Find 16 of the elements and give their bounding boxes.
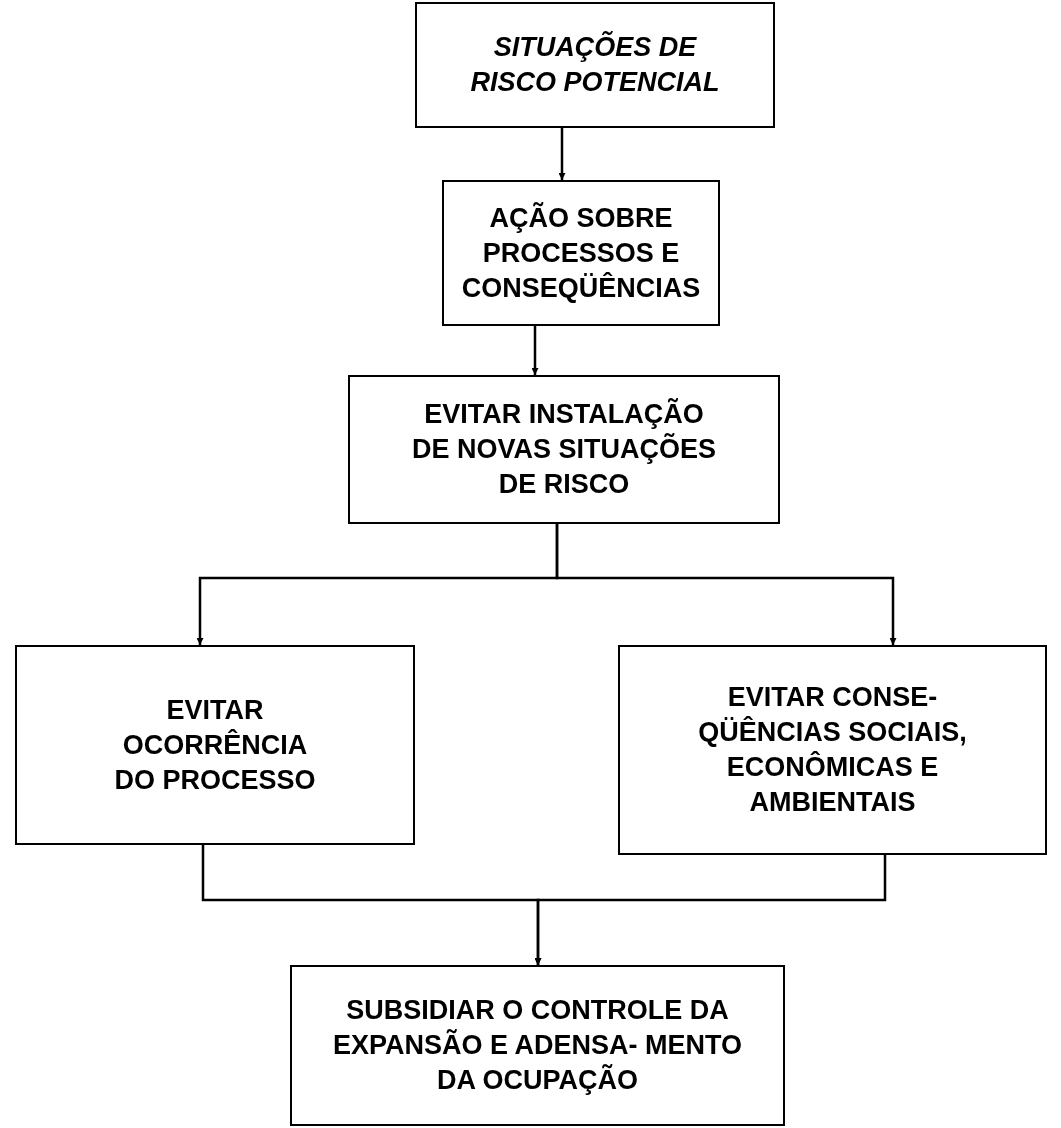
process-box <box>415 2 775 128</box>
box-label: EVITAR INSTALAÇÃO DE NOVAS SITUAÇÕES DE RISCO <box>410 397 717 501</box>
arrow <box>558 128 566 180</box>
box-label: AÇÃO SOBRE PROCESSOS E CONSEQÜÊNCIAS <box>460 201 702 305</box>
process-box <box>348 375 780 524</box>
box-label: SITUAÇÕES DE RISCO POTENCIAL <box>469 30 721 99</box>
process-box <box>290 965 785 1126</box>
arrow <box>534 855 887 965</box>
box-label: EVITAR CONSE- QÜÊNCIAS SOCIAIS, ECONÔMICAS E AMBIENTAIS <box>697 681 968 819</box>
process-box <box>618 645 1047 855</box>
process-box <box>442 180 720 326</box>
process-box <box>15 645 415 845</box>
arrow <box>531 326 539 375</box>
box-label: EVITAR OCORRÊNCIA DO PROCESSO <box>113 693 317 797</box>
arrow <box>555 524 897 645</box>
box-label: SUBSIDIAR O CONTROLE DA EXPANSÃO E ADENSA- MENTO DA OCUPAÇÃO <box>331 994 744 1097</box>
